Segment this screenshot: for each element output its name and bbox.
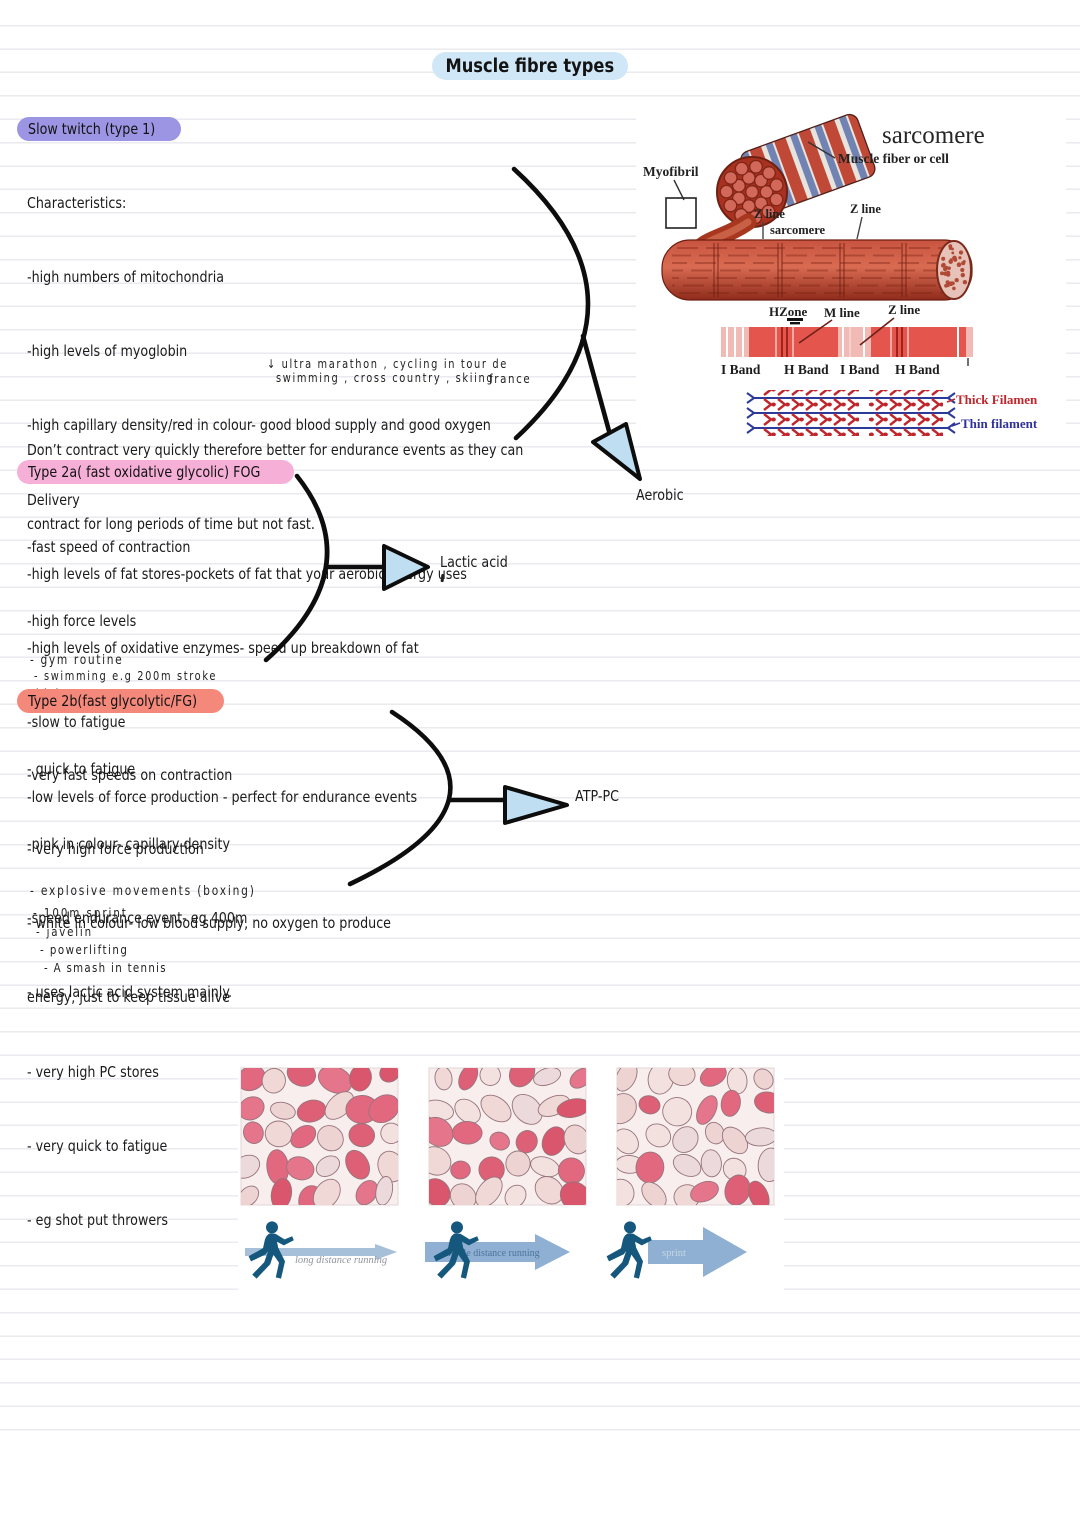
handwritten-annotation: - gym routine [30, 653, 124, 668]
text-line: Don’t contract very quickly therefore be… [27, 440, 524, 459]
text-line: -speed endurance event- eg 400m [27, 908, 248, 927]
text-line: - quick to fatigue [27, 760, 136, 779]
heading-type-2a: Type 2a( fast oxidative glycolic) FOG [17, 460, 294, 484]
text-line: Delivery [27, 490, 80, 509]
thick-filament-label: Thick Filamen [956, 392, 1038, 407]
z-line-label-2: Z line [850, 202, 881, 216]
slow-twitch-paragraph: Don’t contract very quickly therefore be… [27, 388, 523, 586]
arrow-label-middle-distance: middle distance running [443, 1248, 540, 1259]
band-label: I Band [840, 362, 880, 377]
band-label: I Band [721, 362, 761, 377]
label-aerobic: Aerobic [636, 486, 684, 504]
h-zone-mark [787, 318, 803, 321]
label-atp-pc: ATP-PC [575, 787, 619, 805]
pointer-line [798, 319, 833, 344]
text-line: Characteristics: [27, 193, 127, 212]
type-2b-bullets: -very fast speeds on contraction - very … [27, 713, 391, 1282]
text-line: - eg shot put throwers [27, 1211, 169, 1229]
histology-panel-3 [616, 1067, 775, 1206]
label-lactic-acid: Lactic acid [440, 553, 508, 571]
text-line: -pink in colour- capillary density [27, 834, 231, 853]
slow-twitch-bullets: Characteristics: -high numbers of mitoch… [27, 141, 491, 859]
heading-slow-twitch: Slow twitch (type 1) [17, 117, 181, 141]
pointer-line [951, 422, 961, 427]
fibre-type-figure: long distance running middle distance ru… [238, 1062, 784, 1302]
sarcomere-diagram: sarcomere Muscle fiber or cell Myofibril… [636, 112, 1066, 444]
text-line: -high force levels [27, 611, 137, 630]
z-line-label-1: Z line [754, 207, 785, 221]
handwritten-annotation: - 100m sprint [33, 905, 128, 920]
z-line-label-3: Z line [888, 302, 920, 317]
text-line: - uses lactic acid system mainly. [27, 983, 233, 1001]
text-line: -high numbers of mitochondria [27, 267, 225, 286]
text-line: - very high PC stores [27, 1062, 159, 1081]
band-label: H Band [784, 362, 829, 377]
band-label: H Band [895, 362, 940, 377]
arrow-sprint [648, 1227, 747, 1277]
m-line-label: M line [824, 305, 860, 320]
text-line: -very fast speeds on contraction [27, 765, 233, 784]
handwritten-annotation: ↓ ultra marathon , cycling in tour de [267, 357, 508, 371]
pointer-line [673, 179, 685, 201]
text-line: - very high force production [27, 839, 204, 858]
band-strip [721, 327, 973, 366]
text-line: energy, just to keep tissue alive [27, 988, 230, 1007]
handwritten-annotation: swimming , cross country , skiing [276, 371, 495, 385]
heading-type-2b: Type 2b(fast glycolytic/FG) [17, 689, 224, 713]
sarcomere-small-label: sarcomere [770, 223, 826, 237]
handwritten-annotation: - javelin [36, 924, 93, 939]
diagram-title: sarcomere [882, 122, 985, 149]
text-line: -high levels of myoglobin [27, 342, 188, 360]
myofibril-end-face [936, 240, 972, 300]
text-line: -high capillary density/red in colour- g… [27, 416, 491, 435]
handwritten-annotation: france [489, 371, 532, 386]
heading-type-2a-label: Type 2a( fast oxidative glycolic) FOG [28, 463, 261, 481]
myofibril-striations [672, 243, 962, 297]
histology-panel-2 [428, 1067, 587, 1206]
page-title: Muscle fibre types [445, 55, 615, 77]
heading-slow-twitch-label: Slow twitch (type 1) [28, 120, 156, 138]
h-zone-mark [790, 322, 800, 325]
myofibril-end-speckles [940, 244, 968, 291]
handwritten-annotation: - swimming e.g 200m stroke [34, 669, 218, 683]
pointer-line [856, 216, 863, 240]
pointer-line [946, 398, 956, 403]
histology-panel-1 [240, 1067, 399, 1206]
myofibril-label: Myofibril [643, 164, 699, 179]
text-line: -slow to fatigue [27, 713, 126, 732]
h-zone-label: HZone [769, 304, 808, 319]
arrow-label-long-distance: long distance running [295, 1255, 387, 1266]
muscle-fiber-label: Muscle fiber or cell [838, 151, 949, 166]
thick-filament-cluster [763, 390, 859, 436]
thin-filament-label: Thin filament [961, 416, 1038, 431]
handwritten-annotation: - A smash in tennis [44, 960, 167, 975]
arrow-long-distance [245, 1244, 397, 1260]
text-line: - white in colour- low blood supply, no … [27, 914, 392, 932]
page-title-highlight: Muscle fibre types [432, 52, 628, 80]
arrow-label-sprint: sprint [662, 1248, 686, 1259]
text-line: - very quick to fatigue [27, 1136, 168, 1155]
handwritten-annotation: - powerlifting [40, 942, 129, 957]
pointer-line [807, 141, 836, 159]
handwritten-annotation: - explosive movements (boxing) [30, 884, 256, 899]
heading-type-2b-label: Type 2b(fast glycolytic/FG) [28, 692, 198, 710]
pointer-line [859, 317, 895, 346]
text-line: -fast speed of contraction [27, 537, 191, 556]
thick-filament-cluster [869, 390, 943, 436]
myofibril-zoom-box [665, 197, 697, 229]
